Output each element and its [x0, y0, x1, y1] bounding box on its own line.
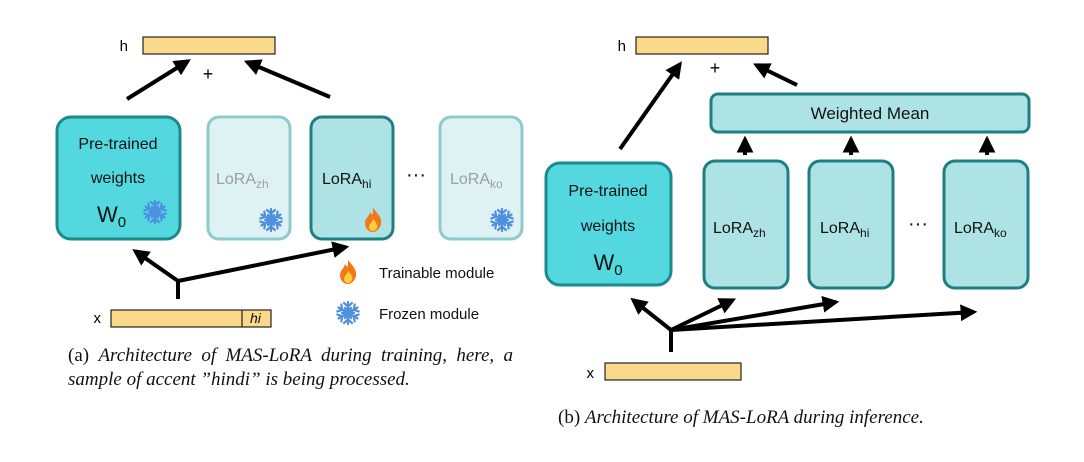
ellipsis-a: ··· — [406, 164, 426, 186]
caption-a-text: Architecture of MAS-LoRA during training… — [68, 345, 513, 390]
pretrained-weights-box-b: Pre-trained weights W0 — [544, 161, 673, 287]
arrow-pretrained-to-plus-a — [125, 59, 191, 101]
legend: Trainable module Frozen module — [336, 260, 494, 324]
lora-ko-label-b: LoRAko — [954, 220, 1007, 240]
arrow-lora-to-plus-a — [243, 59, 331, 99]
output-bar-a — [142, 36, 276, 55]
lora-zh-label-a: LoRAzh — [216, 171, 269, 191]
output-bar-b — [635, 36, 769, 55]
caption-b-text: Architecture of MAS-LoRA during inferenc… — [584, 407, 924, 428]
pretrained-line2: weights — [90, 170, 145, 187]
ellipsis-b: ··· — [908, 213, 928, 235]
lora-zh-label-b: LoRAzh — [713, 220, 766, 240]
output-label-b: h — [618, 38, 626, 55]
arrow-to-lora-hi-a — [177, 241, 350, 283]
lora-hi-label-a: LoRAhi — [322, 171, 371, 191]
caption-a-prefix: (a) — [68, 345, 99, 366]
lora-hi-box-b: LoRAhi — [807, 159, 895, 290]
input-label-b: x — [587, 365, 595, 382]
lora-ko-label-a: LoRAko — [450, 171, 503, 191]
lora-ko-box-a: LoRAko — [438, 115, 524, 241]
input-label-a: x — [94, 310, 102, 327]
panel-b: h + Weighted Mean Pre-trained weights W0… — [544, 36, 1031, 382]
weighted-mean-box: Weighted Mean — [709, 92, 1031, 134]
pretrained-weights-box-a: Pre-trained weights W0 — [55, 115, 182, 241]
w0-label: W0 — [593, 250, 622, 279]
caption-panel-b: (b) Architecture of MAS-LoRA during infe… — [558, 406, 1038, 430]
arrow-pretrained-to-plus-b — [618, 61, 682, 151]
lora-hi-label-b: LoRAhi — [820, 220, 869, 240]
caption-b-prefix: (b) — [558, 407, 585, 428]
arrow-mean-to-plus-b — [752, 63, 798, 87]
input-tag-hi: hi — [250, 310, 262, 326]
snowflake-icon — [336, 302, 359, 324]
lora-zh-box-a: LoRAzh — [206, 115, 292, 241]
w0-label: W0 — [97, 202, 126, 231]
panel-a: h + Pre-trained weights W0 LoRAzh LoRAhi… — [55, 36, 524, 328]
lora-zh-box-b: LoRAzh — [702, 159, 790, 290]
pretrained-line1: Pre-trained — [78, 136, 157, 153]
pretrained-line2: weights — [580, 218, 635, 235]
input-bar-b — [604, 362, 742, 381]
output-label-a: h — [120, 38, 128, 55]
flame-icon — [340, 260, 357, 284]
pretrained-line1: Pre-trained — [568, 183, 647, 200]
input-bar-a — [110, 309, 272, 328]
arrow-to-pretrained-b — [630, 297, 673, 332]
arrow-to-lora-zh-b — [670, 298, 737, 332]
arrow-to-lora-hi-b — [670, 295, 840, 332]
plus-sign-b: + — [710, 58, 721, 78]
weighted-mean-label: Weighted Mean — [811, 104, 930, 123]
lora-ko-box-b: LoRAko — [942, 159, 1030, 290]
lora-hi-box-a: LoRAhi — [309, 115, 395, 241]
arrow-to-lora-ko-b — [670, 304, 978, 332]
caption-panel-a: (a) Architecture of MAS-LoRA during trai… — [68, 344, 513, 392]
arrow-to-pretrained-a — [132, 249, 180, 283]
plus-sign-a: + — [203, 64, 214, 84]
legend-trainable: Trainable module — [379, 265, 494, 282]
legend-frozen: Frozen module — [379, 306, 479, 323]
